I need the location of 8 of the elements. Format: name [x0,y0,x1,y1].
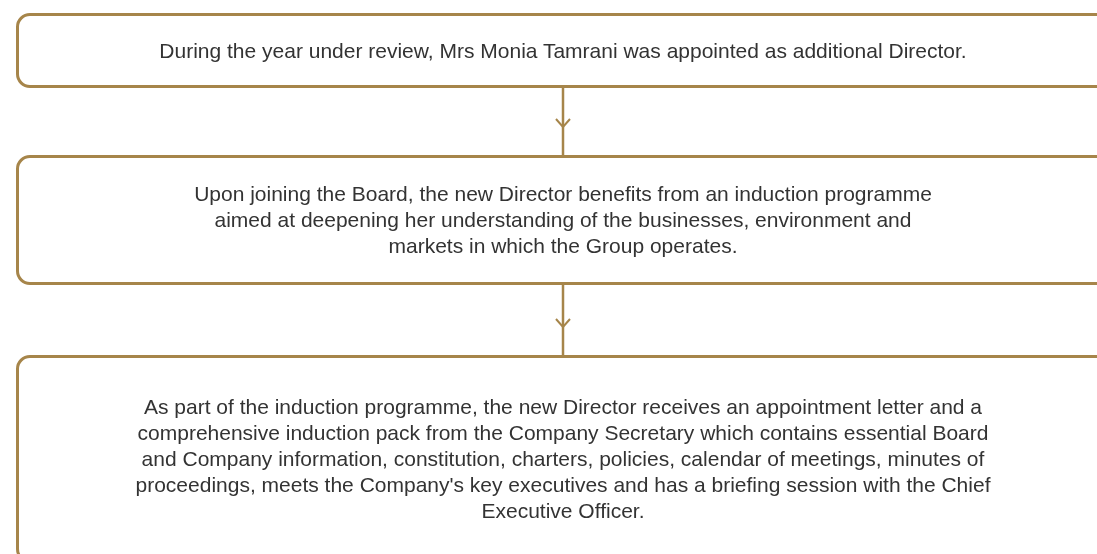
box-text: During the year under review, Mrs Monia Tamrani was appointed as additional Director. [159,37,967,64]
process-box [16,155,1097,285]
arrow [555,285,571,355]
box-text: As part of the induction programme, the new Director receives an appointment letter and a comprehensive induction pack from the Company Secretary which contains essential Board and Company information, constitution, charters, policies, calendar of meetings, minutes of proceedings, meets the Company's key executives and has a briefing session with the Chief Executive Officer. [134,394,992,524]
box-text: Upon joining the Board, the new Director benefits from an induction programme aimed at deepening her understanding of the businesses, environment and markets in which the Group operates. [193,181,933,259]
arrow [555,88,571,155]
process-box [16,13,1097,88]
process-box [16,355,1097,554]
